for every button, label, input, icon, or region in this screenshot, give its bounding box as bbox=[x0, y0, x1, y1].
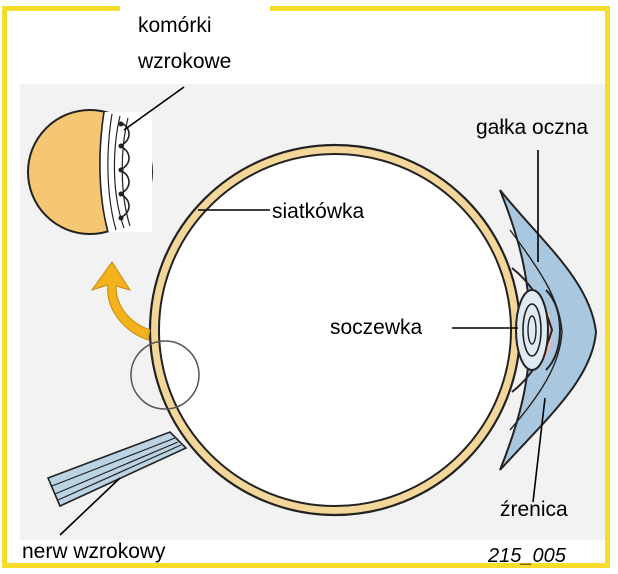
label-zrenica: źrenica bbox=[500, 498, 568, 522]
label-galka-oczna: gałka oczna bbox=[476, 116, 588, 140]
label-komorki-line1: komórki bbox=[138, 14, 212, 38]
frame-gap bbox=[120, 0, 270, 14]
label-siatkowka: siatkówka bbox=[272, 200, 364, 224]
label-komorki-line2: wzrokowe bbox=[138, 50, 231, 74]
label-nerw-wzrokowy: nerw wzrokowy bbox=[22, 540, 166, 564]
frame-border bbox=[2, 6, 610, 568]
label-soczewka: soczewka bbox=[330, 316, 422, 340]
figure-code: 215_005 bbox=[488, 544, 566, 568]
